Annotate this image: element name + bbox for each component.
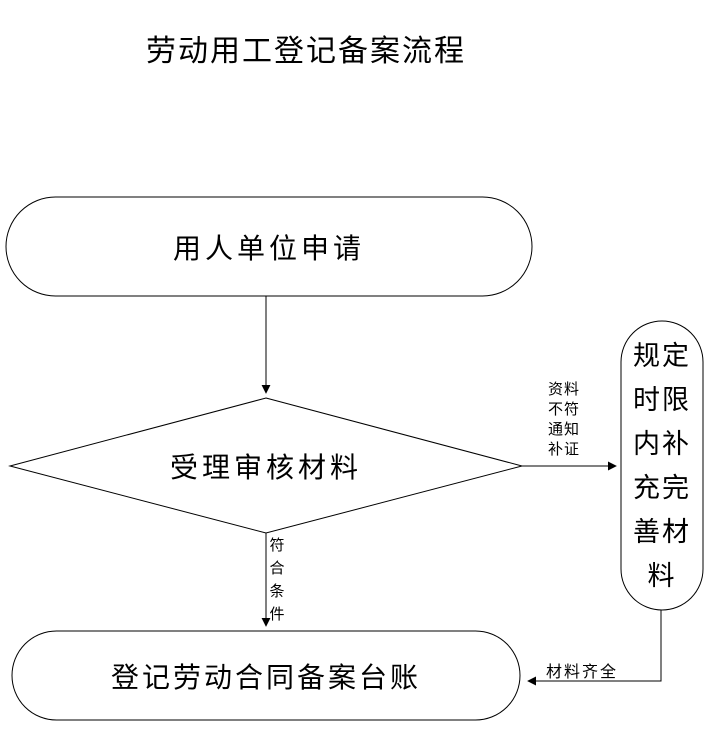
edge-label-notice: 资料不符通知补证 bbox=[548, 382, 581, 458]
review-node-label: 受理审核材料 bbox=[169, 452, 362, 484]
edge-label-complete: 材料齐全 bbox=[546, 664, 619, 681]
edge-label-qualified: 符合条件 bbox=[269, 538, 285, 623]
start-node-label: 用人单位申请 bbox=[172, 233, 365, 265]
supplement-node-shape bbox=[620, 320, 704, 611]
start-node-shape bbox=[5, 196, 533, 297]
end-node-label: 登记劳动合同备案台账 bbox=[110, 662, 421, 694]
supplement-node-label: 规定时限内补充完善材料 bbox=[633, 340, 691, 591]
arrow-supplement-to-end bbox=[527, 610, 662, 686]
end-node-shape bbox=[11, 630, 521, 721]
page-title: 劳动用工登记备案流程 bbox=[146, 35, 466, 68]
